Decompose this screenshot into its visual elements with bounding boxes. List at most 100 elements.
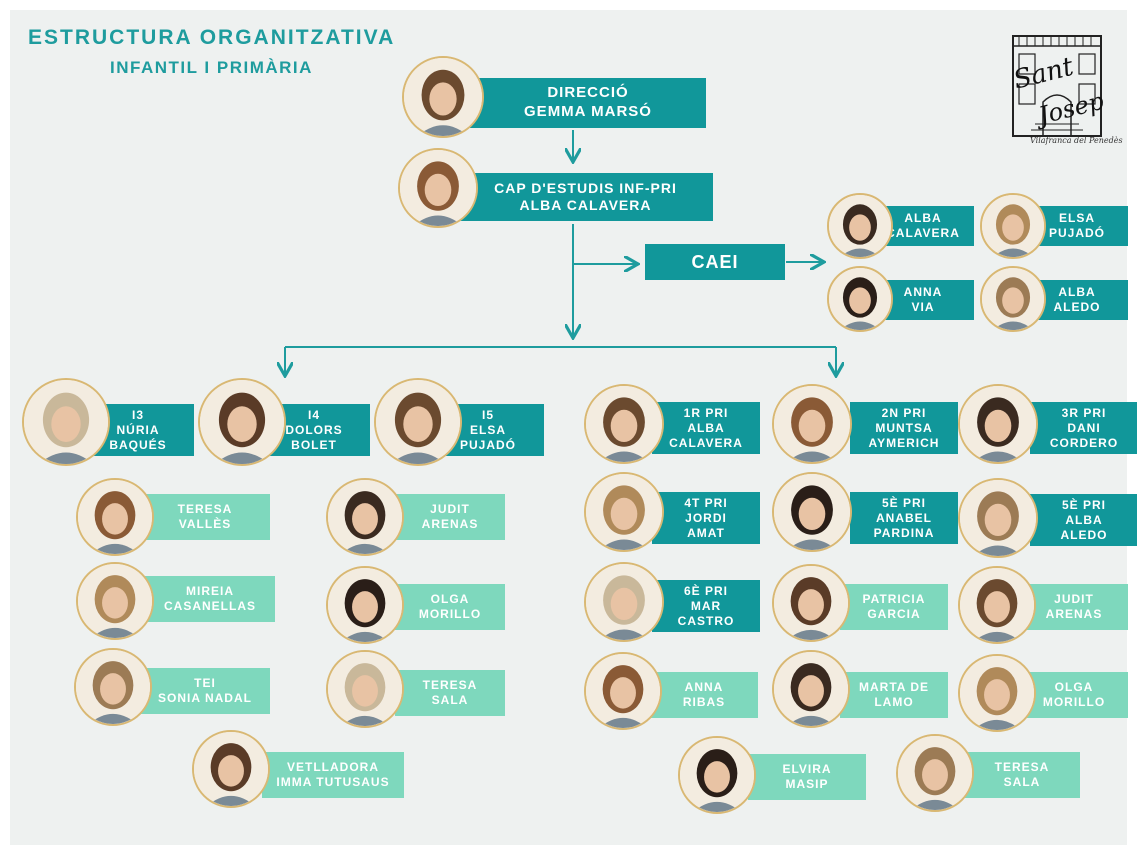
- primaria-support-7-avatar: [896, 734, 974, 812]
- infantil-tutor-3-avatar: [374, 378, 462, 466]
- infantil-tutor-3-line-2: ELSA: [469, 422, 506, 437]
- primaria-tutor-1-line-3: CALAVERA: [669, 435, 743, 450]
- infantil-support-7-line-2: IMMA TUTUSAUS: [276, 775, 390, 789]
- primaria-tutor-3-avatar: [958, 384, 1038, 464]
- primaria-support-6-avatar: [678, 736, 756, 814]
- infantil-support-6-line-1: TERESA: [422, 678, 478, 692]
- primaria-support-3-line-1: ANNA: [684, 680, 724, 694]
- cap-estudis-avatar: [398, 148, 478, 228]
- primaria-tutor-4-line-2: JORDI: [685, 510, 727, 525]
- caei-member-2-line-1: ELSA: [1058, 211, 1095, 225]
- primaria-tutor-3-line-3: CORDERO: [1049, 435, 1119, 450]
- infantil-support-2-line-2: ARENAS: [421, 517, 479, 531]
- primaria-tutor-3-line-1: 3R PRI: [1061, 405, 1107, 420]
- infantil-support-1-avatar: [76, 478, 154, 556]
- infantil-support-5-line-1: TEI: [194, 676, 216, 690]
- infantil-tutor-2-avatar: [198, 378, 286, 466]
- primaria-tutor-6-line-1: 5È PRI: [1061, 497, 1106, 512]
- primaria-tutor-4-line-1: 4T PRI: [684, 495, 728, 510]
- caei-member-1-line-1: ALBA: [904, 211, 942, 225]
- primaria-support-5-line-1: OLGA: [1054, 680, 1094, 694]
- cap-estudis-line-2: ALBA CALAVERA: [519, 197, 652, 213]
- primaria-tutor-7-line-3: CASTRO: [677, 613, 735, 628]
- primaria-tutor-1-line-1: 1R PRI: [683, 405, 729, 420]
- caei-line-1: CAEI: [691, 251, 739, 272]
- primaria-tutor-5-line-2: ANABEL: [876, 510, 932, 525]
- direccio-line-2: GEMMA MARSÓ: [524, 103, 652, 120]
- infantil-support-5-avatar: [74, 648, 152, 726]
- primaria-tutor-2-avatar: [772, 384, 852, 464]
- caei-member-4-line-1: ALBA: [1058, 285, 1096, 299]
- primaria-tutor-7-line-1: 6È PRI: [683, 583, 728, 598]
- primaria-support-6-line-1: ELVIRA: [782, 762, 832, 776]
- primaria-tutor-2-line-2: MUNTSA: [875, 420, 933, 435]
- infantil-support-2-avatar: [326, 478, 404, 556]
- infantil-support-3-line-2: CASANELLAS: [163, 599, 256, 613]
- primaria-tutor-7-avatar: [584, 562, 664, 642]
- infantil-tutor-1-line-1: I3: [131, 407, 144, 422]
- primaria-support-2-avatar: [958, 566, 1036, 644]
- primaria-support-6-line-2: MASIP: [785, 777, 829, 791]
- infantil-support-7-line-1: VETLLADORA: [287, 760, 379, 774]
- caei-member-4-line-2: ALEDO: [1053, 300, 1101, 314]
- primaria-support-7-line-1: TERESA: [994, 760, 1050, 774]
- infantil-support-4-line-1: OLGA: [430, 592, 470, 606]
- caei-member-1-line-2: CALAVERA: [886, 226, 960, 240]
- direccio-line-1: DIRECCIÓ: [547, 84, 629, 102]
- infantil-support-3-line-1: MIREIA: [186, 584, 234, 598]
- primaria-support-4-line-1: MARTA DE: [859, 680, 929, 694]
- infantil-tutor-1-avatar: [22, 378, 110, 466]
- page-title: ESTRUCTURA ORGANITZATIVA: [28, 26, 396, 49]
- infantil-support-1-line-1: TERESA: [177, 502, 233, 516]
- primaria-support-3-line-2: RIBAS: [682, 695, 726, 709]
- primaria-tutor-7-line-2: MAR: [690, 598, 722, 613]
- primaria-tutor-1-avatar: [584, 384, 664, 464]
- cap-estudis-line-1: CAP D'ESTUDIS INF-PRI: [494, 179, 677, 196]
- primaria-support-5-line-2: MORILLO: [1042, 695, 1106, 709]
- direccio-avatar: [402, 56, 484, 138]
- caei-member-1-avatar: [827, 193, 893, 259]
- infantil-support-6-line-2: SALA: [431, 693, 469, 707]
- primaria-support-3-avatar: [584, 652, 662, 730]
- infantil-support-1-line-2: VALLÈS: [178, 517, 232, 531]
- infantil-support-5-line-2: SONIA NADAL: [158, 691, 252, 705]
- infantil-tutor-1-line-2: NÚRIA: [116, 422, 160, 437]
- primaria-tutor-5-line-3: PARDINA: [873, 525, 935, 540]
- infantil-support-4-line-2: MORILLO: [418, 607, 482, 621]
- primaria-tutor-4-line-3: AMAT: [687, 525, 725, 540]
- infantil-support-2-line-1: JUDIT: [430, 502, 470, 516]
- primaria-tutor-6-line-3: ALEDO: [1060, 527, 1108, 542]
- primaria-tutor-2-line-3: AYMERICH: [868, 435, 940, 450]
- caei-member-2-line-2: PUJADÓ: [1048, 226, 1105, 240]
- primaria-support-4-avatar: [772, 650, 850, 728]
- primaria-tutor-6-line-2: ALBA: [1065, 512, 1103, 527]
- school-logo: Sant Josep: [1011, 35, 1107, 137]
- primaria-tutor-5-avatar: [772, 472, 852, 552]
- infantil-support-6-avatar: [326, 650, 404, 728]
- primaria-tutor-6-avatar: [958, 478, 1038, 558]
- caei-member-3-line-1: ANNA: [903, 285, 943, 299]
- infantil-support-4-avatar: [326, 566, 404, 644]
- primaria-support-2-line-1: JUDIT: [1054, 592, 1094, 606]
- caei-member-3-line-2: VIA: [911, 300, 935, 314]
- caei-member-4-avatar: [980, 266, 1046, 332]
- primaria-tutor-2-line-1: 2N PRI: [881, 405, 927, 420]
